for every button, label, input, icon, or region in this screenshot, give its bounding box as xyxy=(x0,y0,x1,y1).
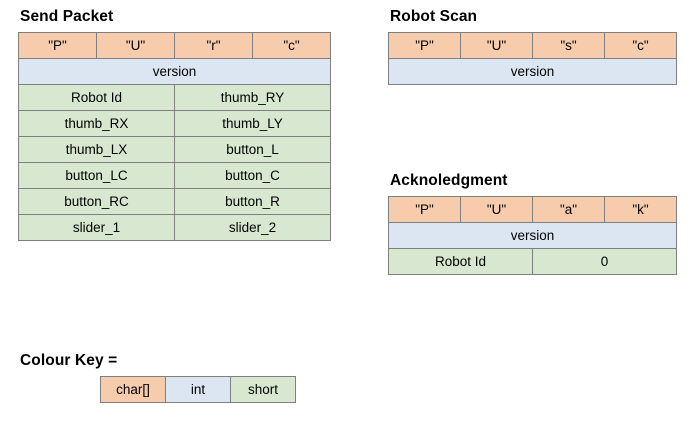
table-row: button_RC button_R xyxy=(18,188,331,215)
packet-field: thumb_RX xyxy=(18,110,175,137)
table-row: thumb_LX button_L xyxy=(18,136,331,163)
acknoledgment-table: "P" "U" "a" "k" version Robot Id 0 xyxy=(388,196,677,275)
legend-char-array: char[] xyxy=(100,376,166,403)
packet-field: "P" xyxy=(388,196,461,223)
packet-field: button_L xyxy=(174,136,331,163)
packet-field: thumb_RY xyxy=(174,84,331,111)
table-row: "P" "U" "s" "c" xyxy=(388,32,677,59)
packet-field: "U" xyxy=(460,196,533,223)
table-row: version xyxy=(388,58,677,85)
legend-short: short xyxy=(230,376,296,403)
packet-field: "a" xyxy=(532,196,605,223)
packet-field: version xyxy=(388,58,677,85)
packet-field: "c" xyxy=(604,32,677,59)
table-row: char[] int short xyxy=(100,376,296,403)
robot-scan-table: "P" "U" "s" "c" version xyxy=(388,32,677,85)
acknoledgment-title: Acknoledgment xyxy=(390,172,508,189)
packet-field: button_RC xyxy=(18,188,175,215)
colour-key-table: char[] int short xyxy=(100,376,296,403)
legend-int: int xyxy=(165,376,231,403)
table-row: version xyxy=(388,222,677,249)
packet-field: "k" xyxy=(604,196,677,223)
packet-field: "r" xyxy=(174,32,253,59)
packet-field: "U" xyxy=(96,32,175,59)
packet-field: "P" xyxy=(18,32,97,59)
packet-field: "c" xyxy=(252,32,331,59)
packet-field: "P" xyxy=(388,32,461,59)
packet-field: thumb_LY xyxy=(174,110,331,137)
packet-field: "U" xyxy=(460,32,533,59)
acknoledgment-panel: Acknoledgment "P" "U" "a" "k" version Ro… xyxy=(388,172,677,275)
table-row: version xyxy=(18,58,331,85)
packet-field: Robot Id xyxy=(18,84,175,111)
table-row: Robot Id thumb_RY xyxy=(18,84,331,111)
colour-key-title: Colour Key = xyxy=(20,352,118,369)
table-row: thumb_RX thumb_LY xyxy=(18,110,331,137)
table-row: "P" "U" "r" "c" xyxy=(18,32,331,59)
send-packet-title: Send Packet xyxy=(20,8,114,25)
packet-field: slider_1 xyxy=(18,214,175,241)
colour-key-legend: char[] int short xyxy=(100,376,296,403)
packet-field: 0 xyxy=(532,248,677,275)
table-row: slider_1 slider_2 xyxy=(18,214,331,241)
send-packet-table: "P" "U" "r" "c" version Robot Id thumb_R… xyxy=(18,32,331,241)
table-row: "P" "U" "a" "k" xyxy=(388,196,677,223)
packet-field: button_LC xyxy=(18,162,175,189)
packet-field: version xyxy=(18,58,331,85)
packet-field: thumb_LX xyxy=(18,136,175,163)
robot-scan-title: Robot Scan xyxy=(390,8,478,25)
table-row: button_LC button_C xyxy=(18,162,331,189)
packet-field: version xyxy=(388,222,677,249)
table-row: Robot Id 0 xyxy=(388,248,677,275)
packet-field: button_C xyxy=(174,162,331,189)
packet-field: slider_2 xyxy=(174,214,331,241)
packet-field: "s" xyxy=(532,32,605,59)
packet-field: Robot Id xyxy=(388,248,533,275)
colour-key-panel: Colour Key = char[] int short xyxy=(18,352,296,403)
robot-scan-panel: Robot Scan "P" "U" "s" "c" version xyxy=(388,8,677,85)
packet-field: button_R xyxy=(174,188,331,215)
send-packet-panel: Send Packet "P" "U" "r" "c" version Robo… xyxy=(18,8,331,241)
